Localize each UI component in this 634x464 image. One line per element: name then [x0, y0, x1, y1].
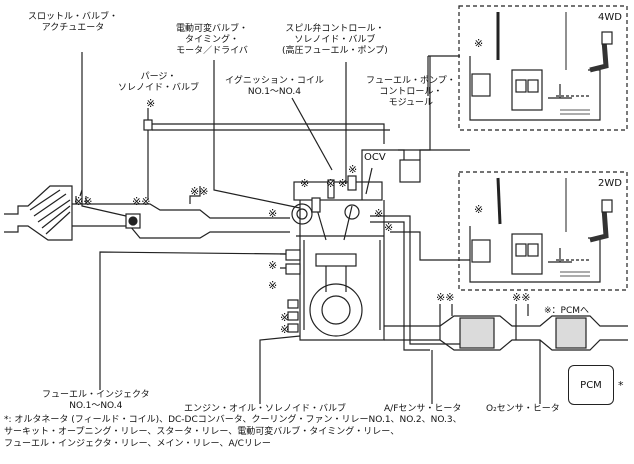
pcm-mark: ※	[384, 221, 394, 234]
pcm-mark: ※※	[132, 195, 151, 208]
throttle-label-line1: スロットル・バルブ・	[28, 12, 119, 22]
fpm-label-line2: コントロール・	[379, 87, 443, 97]
af-sensor-heater-label: A/Fセンサ・ヒータ	[384, 404, 462, 414]
purge-solenoid-label: パージ・ ソレノイド・バルブ	[118, 72, 199, 94]
injector-label-line1: フューエル・インジェクタ	[42, 390, 150, 400]
pcm-mark: ※	[280, 323, 290, 336]
footnote-line1: *: オルタネータ (フィールド・コイル)、DC-DCコンバータ、クーリング・フ…	[4, 415, 462, 425]
vvt-label-line2: タイミング・	[185, 35, 240, 45]
pcm-mark: ※	[348, 163, 358, 176]
legend-to-pcm: ※：PCMへ	[544, 306, 590, 316]
ocv-label: OCV	[364, 152, 386, 163]
spill-valve-label: スピル弁コントロール・ ソレノイド・バルブ (高圧フューエル・ポンプ)	[282, 24, 388, 57]
engine-oil-solenoid-label: エンジン・オイル・ソレノイド・バルブ	[184, 404, 347, 414]
vvt-motor-driver-label: 電動可変バルブ・ タイミング・ モータ／ドライバ	[176, 24, 248, 57]
pcm-mark: ※	[374, 207, 384, 220]
pcm-mark: ※※	[436, 291, 455, 304]
fuel-injector-label: フューエル・インジェクタ NO.1〜NO.4	[42, 390, 150, 412]
pcm-mark: ※	[280, 311, 290, 324]
fpm-label-line3: モジュール	[388, 98, 434, 108]
spill-label-line1: スピル弁コントロール・	[285, 24, 385, 34]
o2-sensor-heater-label: O₂センサ・ヒータ	[486, 404, 560, 414]
ignition-coil-label: イグニッション・コイル NO.1〜NO.4	[225, 76, 324, 98]
pcm-mark: ※	[326, 177, 336, 190]
throttle-label-line2: アクチュエータ	[41, 23, 105, 33]
vvt-label-line1: 電動可変バルブ・	[176, 24, 249, 34]
fpm-label-line1: フューエル・ポンプ・	[366, 76, 456, 86]
purge-label-line1: パージ・	[140, 72, 177, 82]
footnote-line2: サーキット・オープニング・リレー、スタータ・リレー、電動可変バルブ・タイミング・…	[4, 427, 400, 437]
pcm-mark: ※	[338, 177, 348, 190]
spill-label-line2: ソレノイド・バルブ	[294, 35, 376, 45]
pcm-mark: ※	[268, 207, 278, 220]
pcm-mark: ※※	[190, 185, 209, 198]
footnote-line3: フューエル・インジェクタ・リレー、メイン・リレー、A/Cリレー	[4, 439, 271, 449]
pcm-mark: ※	[474, 37, 484, 50]
tank-box-2wd	[458, 171, 628, 291]
ignition-label-line1: イグニッション・コイル	[225, 76, 324, 86]
pcm-mark: ※	[268, 259, 278, 272]
pcm-mark: ※※	[74, 195, 93, 208]
pcm-label: PCM	[580, 379, 602, 391]
label-2wd: 2WD	[598, 178, 622, 189]
pcm-mark: ※	[300, 177, 310, 190]
spill-label-line3: (高圧フューエル・ポンプ)	[282, 46, 388, 56]
pcm-box: PCM	[568, 365, 614, 405]
pcm-mark: ※※	[512, 291, 531, 304]
pcm-mark: ※	[268, 279, 278, 292]
footnote: *: オルタネータ (フィールド・コイル)、DC-DCコンバータ、クーリング・フ…	[4, 414, 462, 450]
label-4wd: 4WD	[598, 12, 622, 23]
purge-label-line2: ソレノイド・バルブ	[118, 83, 200, 93]
fuel-pump-module-label: フューエル・ポンプ・ コントロール・ モジュール	[366, 76, 456, 109]
throttle-valve-actuator-label: スロットル・バルブ・ アクチュエータ	[28, 12, 118, 34]
pcm-star: *	[618, 379, 624, 392]
ignition-label-line2: NO.1〜NO.4	[247, 87, 301, 97]
pcm-mark: ※	[146, 97, 156, 110]
vvt-label-line3: モータ／ドライバ	[176, 46, 248, 56]
pcm-mark: ※	[474, 203, 484, 216]
injector-label-line2: NO.1〜NO.4	[69, 401, 123, 411]
tank-box-4wd	[458, 5, 628, 131]
